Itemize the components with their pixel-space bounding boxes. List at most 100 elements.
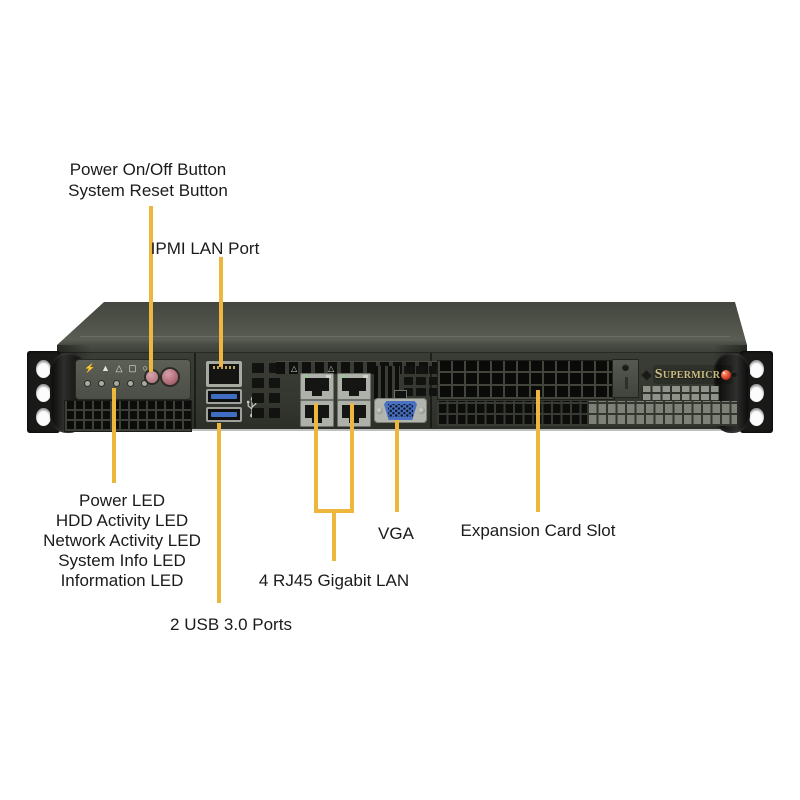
vent-cell [268,393,280,403]
lan-callout-bracket [314,509,354,513]
lan-led [326,375,331,378]
usb-tongue-2 [211,412,237,417]
lan-port-1 [300,373,334,400]
usb-label: 2 USB 3.0 Ports [170,615,292,634]
system-reset-button [146,371,158,383]
usb-port-1 [206,389,242,404]
right-ear-hole-2 [749,384,764,402]
chassis-top-face [57,302,747,345]
supermicro-logo: Supermicr [653,365,733,384]
lan-tab [349,418,359,423]
vent-cell [428,377,438,385]
front-vent-grille [64,400,192,432]
led-callout-line [112,388,116,483]
lan-led [303,375,308,378]
ipmi-lan-port [206,361,242,387]
power-onoff-label-line: Power On/Off Button [69,160,227,179]
usb-port-2 [206,407,242,422]
led-labels: Power LED HDD Activity LED Network Activ… [43,491,201,591]
vent-cell [416,366,426,374]
usb-callout-line [217,423,221,603]
vent-cell [252,408,264,418]
power-on-off-button [162,369,178,385]
power-led-icon: ⚡ [84,363,96,373]
vent-cell [404,366,414,374]
right-ear-hole-1 [749,360,764,378]
usb-tongue-1 [211,394,237,399]
logo-o-ball-icon [721,369,732,380]
lan-callout-line-left [314,403,318,512]
expansion-label: Expansion Card Slot [460,521,616,540]
bracket-screw [622,364,629,371]
information-led-label: Information LED [60,571,184,590]
lan-warning-mark-2: △ [328,364,335,373]
vga-dsub [384,401,417,420]
vga-callout-line [395,420,399,512]
lan-tab [349,391,359,396]
lan-port-4 [337,400,371,427]
bottom-vent-left [437,401,587,426]
information-led [142,381,147,386]
bottom-vent-right [587,401,737,426]
lan-led [340,375,345,378]
lan-port-2 [337,373,371,400]
ipmi-label: IPMI LAN Port [150,239,260,258]
hdd-activity-led-label: HDD Activity LED [55,511,189,530]
vga-label: VGA [378,524,414,543]
bracket-slot [625,377,628,389]
ipmi-lan-pins [213,366,235,369]
network-activity-led-icon: △ [115,363,123,373]
hdd-activity-led-icon: ▲ [100,363,110,373]
network-activity-led-label: Network Activity LED [43,531,201,550]
expansion-card-slot [437,360,615,400]
vent-cell [268,363,280,373]
led-icon-row: ⚡ ▲ △ ▢ ○ [84,363,148,374]
vent-cell [404,377,414,385]
vga-pins [388,404,413,417]
left-ear-hole-3 [36,408,51,426]
vga-screw-left [376,407,383,414]
left-ear-hole-1 [36,360,51,378]
information-led-icon: ○ [142,363,148,373]
lan-label: 4 RJ45 Gigabit LAN [258,571,410,590]
vent-cell [428,388,438,396]
system-reset-label-line: System Reset Button [68,181,228,200]
vent-cell [268,378,280,388]
right-ear-hole-3 [749,408,764,426]
network-activity-led [113,381,119,386]
light-vent-cluster [641,386,719,402]
vent-cell [252,378,264,388]
system-info-led-icon: ▢ [128,363,137,373]
lan-opening [305,378,329,391]
expansion-callout-line [536,390,540,512]
vga-port [374,398,427,423]
lan-callout-stem [332,512,336,561]
panel-seam-left [194,353,196,428]
lan-tab [312,391,322,396]
hdd-activity-led [99,381,105,386]
led-dot-row [85,381,147,386]
left-ear-hole-2 [36,384,51,402]
power-reset-callout-line [149,206,153,372]
lan-callout-line-right [350,403,354,512]
lan-led [363,375,368,378]
vent-cell [428,366,438,374]
vent-cell [268,408,280,418]
power-led [85,381,90,386]
vent-cell [416,377,426,385]
vent-cell [252,393,264,403]
screw-icon [731,371,737,377]
vent-cell [404,388,414,396]
system-info-led [127,381,133,386]
vga-screw-right [418,407,425,414]
vent-cluster-a [252,363,280,418]
chassis-front-top-seam [57,352,747,353]
power-led-label: Power LED [79,491,165,510]
lan-opening [342,405,366,418]
chassis-top-seam [80,336,730,337]
expansion-bracket [612,359,639,398]
power-reset-label: Power On/Off Button System Reset Button [68,159,228,201]
lan-warning-mark-1: △ [291,364,298,373]
logo-text: Supermicr [654,366,721,382]
